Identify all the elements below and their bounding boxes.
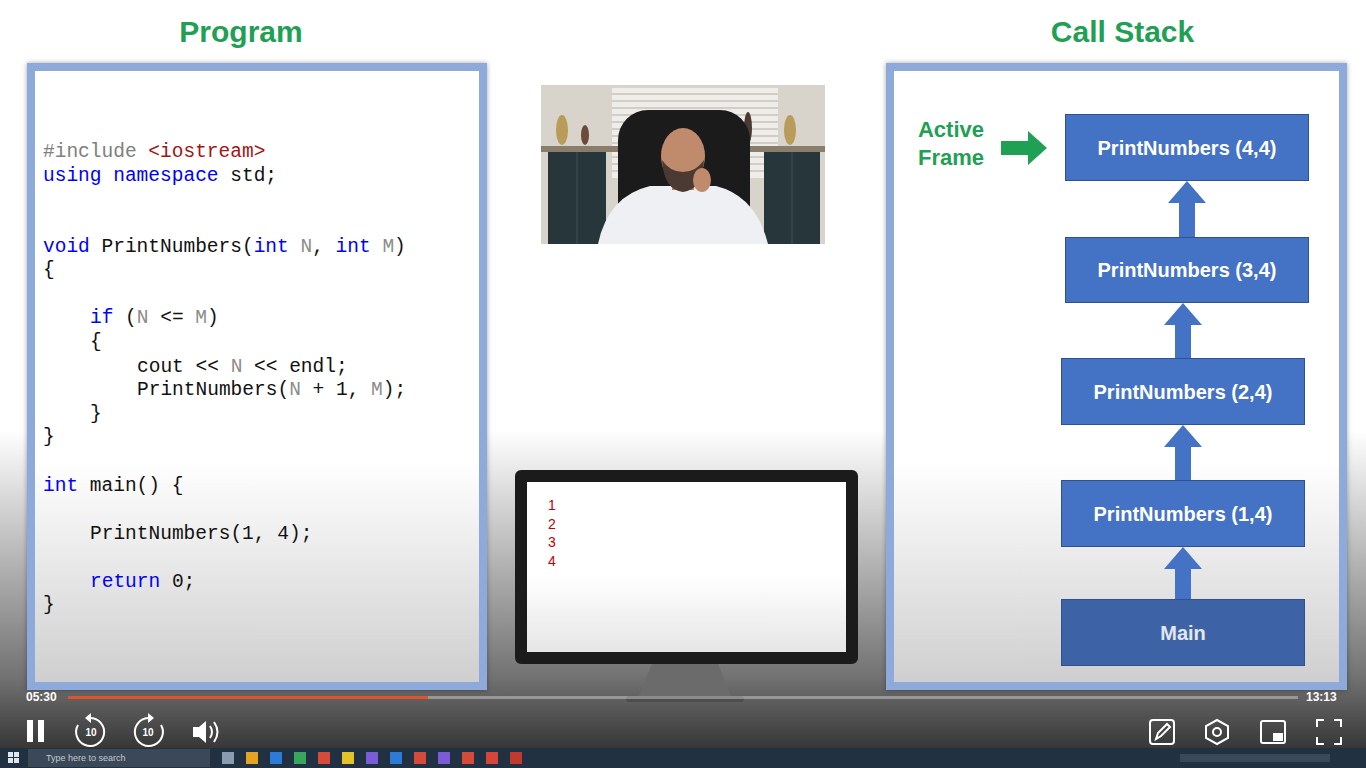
output-line: 3 (548, 533, 846, 552)
search-hint: Type here to search (46, 752, 126, 764)
code-token: PrintNumbers(1, 4); (90, 523, 312, 545)
code-line: } (43, 425, 55, 449)
code-token: int (336, 236, 371, 258)
code-token (137, 141, 149, 163)
code-token: 0; (160, 571, 195, 593)
code-token: { (43, 259, 55, 281)
frame-label: PrintNumbers (3,4) (1098, 258, 1277, 282)
code-token: , (312, 236, 335, 258)
main-frame: Main (1061, 599, 1305, 666)
code-token: << endl; (242, 356, 347, 378)
pointer-arrow (1001, 131, 1047, 165)
code-token: <= (149, 307, 196, 329)
code-line: if (N <= M) (90, 306, 219, 330)
code-line: } (90, 402, 102, 426)
frame-label: PrintNumbers (4,4) (1098, 136, 1277, 160)
code-token: return (90, 571, 160, 593)
code-token: } (90, 403, 102, 425)
player-controls (27, 713, 1341, 746)
code-line: return 0; (90, 570, 195, 594)
output-line: 2 (548, 515, 846, 534)
code-line: void PrintNumbers(int N, int M) (43, 235, 406, 259)
panel-heading: Program (11, 14, 471, 50)
code-token: ( (113, 307, 136, 329)
stack-arrow (1179, 199, 1195, 237)
code-line: PrintNumbers(N + 1, M); (137, 378, 406, 402)
code-token: N (137, 307, 149, 329)
code-line: using namespace std; (43, 164, 277, 188)
code-line: { (90, 330, 102, 354)
code-token: ); (383, 379, 406, 401)
code-token: } (43, 594, 55, 616)
pointer-label: Active Frame (914, 116, 988, 172)
panel-heading: Call Stack (892, 14, 1353, 50)
code-token: cout << (137, 356, 231, 378)
progress-bar (68, 696, 1298, 699)
output-line: 1 (548, 496, 846, 515)
code-token: ) (394, 236, 406, 258)
stack-frame: PrintNumbers (4,4) (1065, 114, 1309, 181)
code-token: N (289, 379, 301, 401)
stack-arrow (1175, 321, 1191, 358)
output-line: 4 (548, 552, 846, 571)
code-line: #include <iostream> (43, 140, 265, 164)
code-token: int (254, 236, 289, 258)
code-token: { (90, 331, 102, 353)
code-token: PrintNumbers( (90, 236, 254, 258)
code-token: M (371, 379, 383, 401)
panel-ground (894, 71, 1339, 682)
code-token (102, 165, 114, 187)
stack-arrow (1175, 565, 1191, 599)
stack-frame: PrintNumbers (2,4) (1061, 358, 1305, 425)
skip-seconds: 10 (81, 726, 101, 740)
panel-ground (35, 71, 479, 682)
code-token: using (43, 165, 102, 187)
stack-frame: PrintNumbers (1,4) (1061, 480, 1305, 547)
code-token: if (90, 307, 113, 329)
code-token: N (231, 356, 243, 378)
skip-seconds: 10 (138, 726, 158, 740)
code-token: ) (207, 307, 219, 329)
code-token: N (300, 236, 312, 258)
frame-label: PrintNumbers (2,4) (1094, 380, 1273, 404)
code-token: M (382, 236, 394, 258)
frame-label: Main (1160, 621, 1206, 645)
code-token: PrintNumbers( (137, 379, 289, 401)
code-line: int main() { (43, 474, 183, 498)
code-token: main() { (78, 475, 183, 497)
output-monitor: 1234 (515, 470, 858, 664)
webcam-picture (541, 85, 825, 244)
stack-frame: PrintNumbers (3,4) (1065, 237, 1309, 303)
code-token: + 1, (301, 379, 371, 401)
code-token: int (43, 475, 78, 497)
code-token: M (195, 307, 207, 329)
elapsed-time: 05:30 (26, 690, 57, 704)
code-line: PrintNumbers(1, 4); (90, 522, 312, 546)
code-token (371, 236, 383, 258)
code-token: void (43, 236, 90, 258)
code-line: { (43, 258, 55, 282)
code-token: #include (43, 141, 137, 163)
code-line: } (43, 593, 55, 617)
stack-arrow (1175, 443, 1191, 480)
total-time: 13:13 (1306, 690, 1337, 704)
code-line: cout << N << endl; (137, 355, 348, 379)
code-token: <iostream> (148, 141, 265, 163)
frame-label: PrintNumbers (1,4) (1094, 502, 1273, 526)
code-token: } (43, 426, 55, 448)
code-token: namespace (113, 165, 218, 187)
code-token (289, 236, 301, 258)
taskbar (0, 748, 1366, 768)
code-token: std; (219, 165, 278, 187)
